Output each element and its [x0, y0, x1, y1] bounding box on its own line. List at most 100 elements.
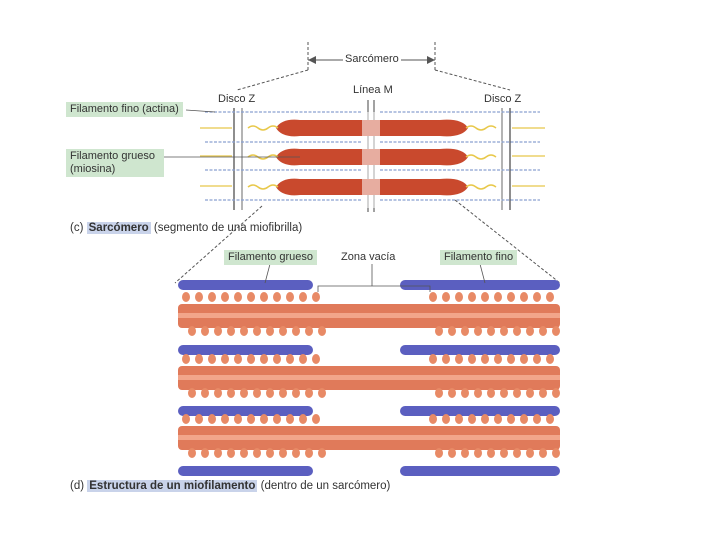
myosin-head [494, 354, 502, 364]
myosin-head [513, 326, 521, 336]
myosin-head [299, 414, 307, 424]
detail-thick-label: Filamento grueso [224, 250, 317, 265]
myosin-head [442, 354, 450, 364]
caption-d-bold: Estructura de un miofilamento [87, 480, 258, 492]
myosin-head [247, 414, 255, 424]
myosin-head [208, 414, 216, 424]
thin-filaments [205, 111, 540, 201]
myosin-head [305, 388, 313, 398]
myosin-head [539, 388, 547, 398]
caption-d-letter: (d) [70, 480, 85, 492]
myosin-head [481, 414, 489, 424]
myosin-head [526, 326, 534, 336]
detail-thin-label: Filamento fino [440, 250, 518, 265]
myosin-head [299, 292, 307, 302]
myosin-head [526, 448, 534, 458]
arrow-right-icon [427, 56, 435, 64]
myosin-head [481, 292, 489, 302]
myosin-head [461, 326, 469, 336]
myosin-head [546, 414, 554, 424]
myosin-head [299, 354, 307, 364]
myosin-head [292, 448, 300, 458]
myosin-head [539, 326, 547, 336]
myosin-head [227, 388, 235, 398]
myosin-head [312, 414, 320, 424]
myosin-head [305, 448, 313, 458]
myosin-head [253, 388, 261, 398]
myosin-head [286, 414, 294, 424]
myosin-head [461, 388, 469, 398]
myosin-head [279, 448, 287, 458]
actin-strand [178, 466, 313, 476]
myosin-head [318, 326, 326, 336]
myosin-head [455, 414, 463, 424]
myosin-head [188, 448, 196, 458]
myosin-head [318, 448, 326, 458]
myosin-head [214, 326, 222, 336]
myosin-head [240, 388, 248, 398]
myosin-head [260, 292, 268, 302]
myosin-head [240, 448, 248, 458]
myosin-head [507, 414, 515, 424]
myosin-head [188, 326, 196, 336]
myosin-head [487, 448, 495, 458]
myosin-head [442, 292, 450, 302]
myosin-head [260, 354, 268, 364]
actin-strand [400, 406, 560, 416]
caption-c: (c) Sarcómero (segmento de una miofibril… [70, 222, 302, 234]
myosin-head [214, 388, 222, 398]
m-line-label: Línea M [353, 84, 393, 96]
myosin-head [500, 388, 508, 398]
myosin-head [253, 448, 261, 458]
myosin-head [552, 388, 560, 398]
z-disc-right-label: Disco Z [484, 93, 522, 105]
myosin-head [208, 354, 216, 364]
myosin-head [240, 326, 248, 336]
myosin-head [500, 326, 508, 336]
myosin-head [533, 414, 541, 424]
myosin-head [448, 326, 456, 336]
myosin-head [221, 292, 229, 302]
myosin-head [201, 448, 209, 458]
myosin-head [201, 326, 209, 336]
myosin-head [292, 388, 300, 398]
myosin-head [273, 414, 281, 424]
myosin-head [552, 326, 560, 336]
myosin-head [208, 292, 216, 302]
caption-d: (d) Estructura de un miofilamento (dentr… [70, 480, 390, 492]
myosin-head [260, 414, 268, 424]
myosin-head [494, 414, 502, 424]
myosin-head [214, 448, 222, 458]
myosin-head [474, 448, 482, 458]
myosin-head [312, 354, 320, 364]
myosin-head [227, 326, 235, 336]
myosin-head [279, 326, 287, 336]
myosin-head [513, 388, 521, 398]
myosin-head [435, 388, 443, 398]
actin-strand [178, 345, 313, 355]
myosin-head [188, 388, 196, 398]
myosin-head [513, 448, 521, 458]
myosin-head [286, 354, 294, 364]
myosin-head [266, 448, 274, 458]
myosin-head [507, 292, 515, 302]
zoom-line-left [174, 205, 263, 284]
myosin-head [494, 292, 502, 302]
myosin-head [474, 326, 482, 336]
myosin-head [305, 326, 313, 336]
myosin-head [468, 354, 476, 364]
myosin-head [318, 388, 326, 398]
myosin-head [273, 292, 281, 302]
myosin-head [520, 292, 528, 302]
myosin-head [292, 326, 300, 336]
myosin-head [435, 448, 443, 458]
zoom-line-right [454, 199, 561, 284]
caption-c-bold: Sarcómero [86, 222, 151, 234]
actin-strand [178, 406, 313, 416]
myosin-head [533, 292, 541, 302]
myosin-head [520, 354, 528, 364]
myosin-head [429, 292, 437, 302]
myosin-head [487, 326, 495, 336]
myosin-head [455, 354, 463, 364]
